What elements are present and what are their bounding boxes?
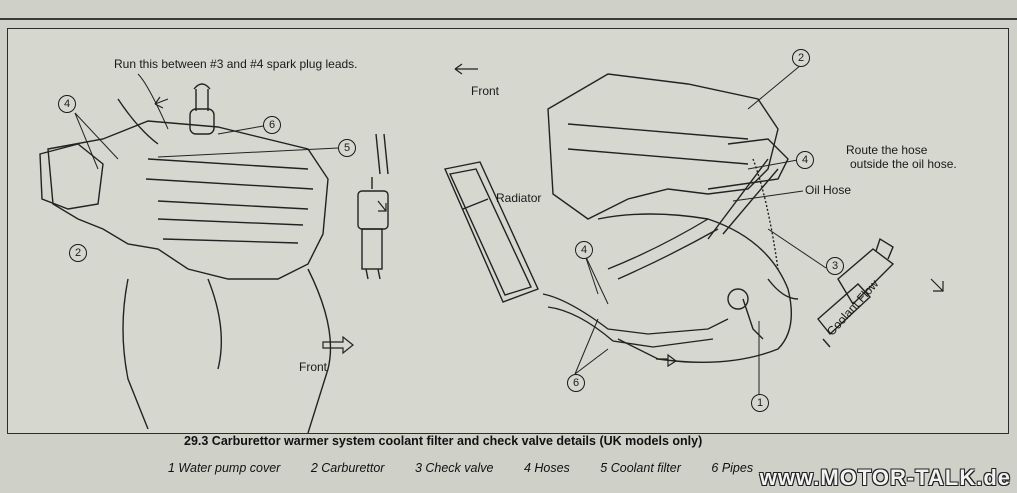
route-hose-line2: outside the oil hose. <box>850 157 957 171</box>
oil-hose-label: Oil Hose <box>805 183 852 197</box>
callout-2-left: 2 <box>69 244 87 262</box>
leader-lines <box>74 64 827 394</box>
callout-4-right: 4 <box>796 151 814 169</box>
diagram-figure: Run this between #3 and #4 spark plug le… <box>7 28 1009 434</box>
check-valve-drawing <box>817 237 895 348</box>
callout-6-center: 6 <box>567 374 585 392</box>
figure-caption: 29.3 Carburettor warmer system coolant f… <box>184 434 703 448</box>
legend-item-6: 6 Pipes <box>711 461 754 475</box>
coolant-filter-left-drawing <box>357 133 389 280</box>
legend-item-5: 5 Coolant filter <box>600 461 681 475</box>
legend-item-1: 1 Water pump cover <box>168 461 281 475</box>
route-hose-line1: Route the hose <box>846 143 928 157</box>
diagram-drawing <box>39 63 944 433</box>
top-rule <box>0 18 1017 20</box>
legend-item-2: 2 Carburettor <box>310 461 385 475</box>
callout-3: 3 <box>826 257 844 275</box>
legend-item-3: 3 Check valve <box>414 461 494 475</box>
callout-2-right: 2 <box>792 49 810 67</box>
radiator-drawing <box>444 161 539 303</box>
engine-right-drawing <box>547 73 799 364</box>
engine-left-drawing <box>39 83 332 433</box>
direction-arrows <box>154 63 944 368</box>
run-between-label: Run this between #3 and #4 spark plug le… <box>114 57 358 71</box>
callout-5: 5 <box>338 139 356 157</box>
front-label-top: Front <box>471 84 500 98</box>
callout-1: 1 <box>751 394 769 412</box>
route-hose-label: Route the hose outside the oil hose. <box>846 143 957 171</box>
callout-4-center: 4 <box>575 241 593 259</box>
legend-item-4: 4 Hoses <box>523 461 570 475</box>
radiator-label: Radiator <box>496 191 542 205</box>
watermark: www.MOTOR-TALK.de <box>759 465 1011 490</box>
figure-legend: 1 Water pump cover 2 Carburettor 3 Check… <box>168 461 780 475</box>
callout-6-left: 6 <box>263 116 281 134</box>
front-label-bottom: Front <box>299 360 328 374</box>
hoses-drawing <box>542 218 729 348</box>
callout-4-left: 4 <box>58 95 76 113</box>
